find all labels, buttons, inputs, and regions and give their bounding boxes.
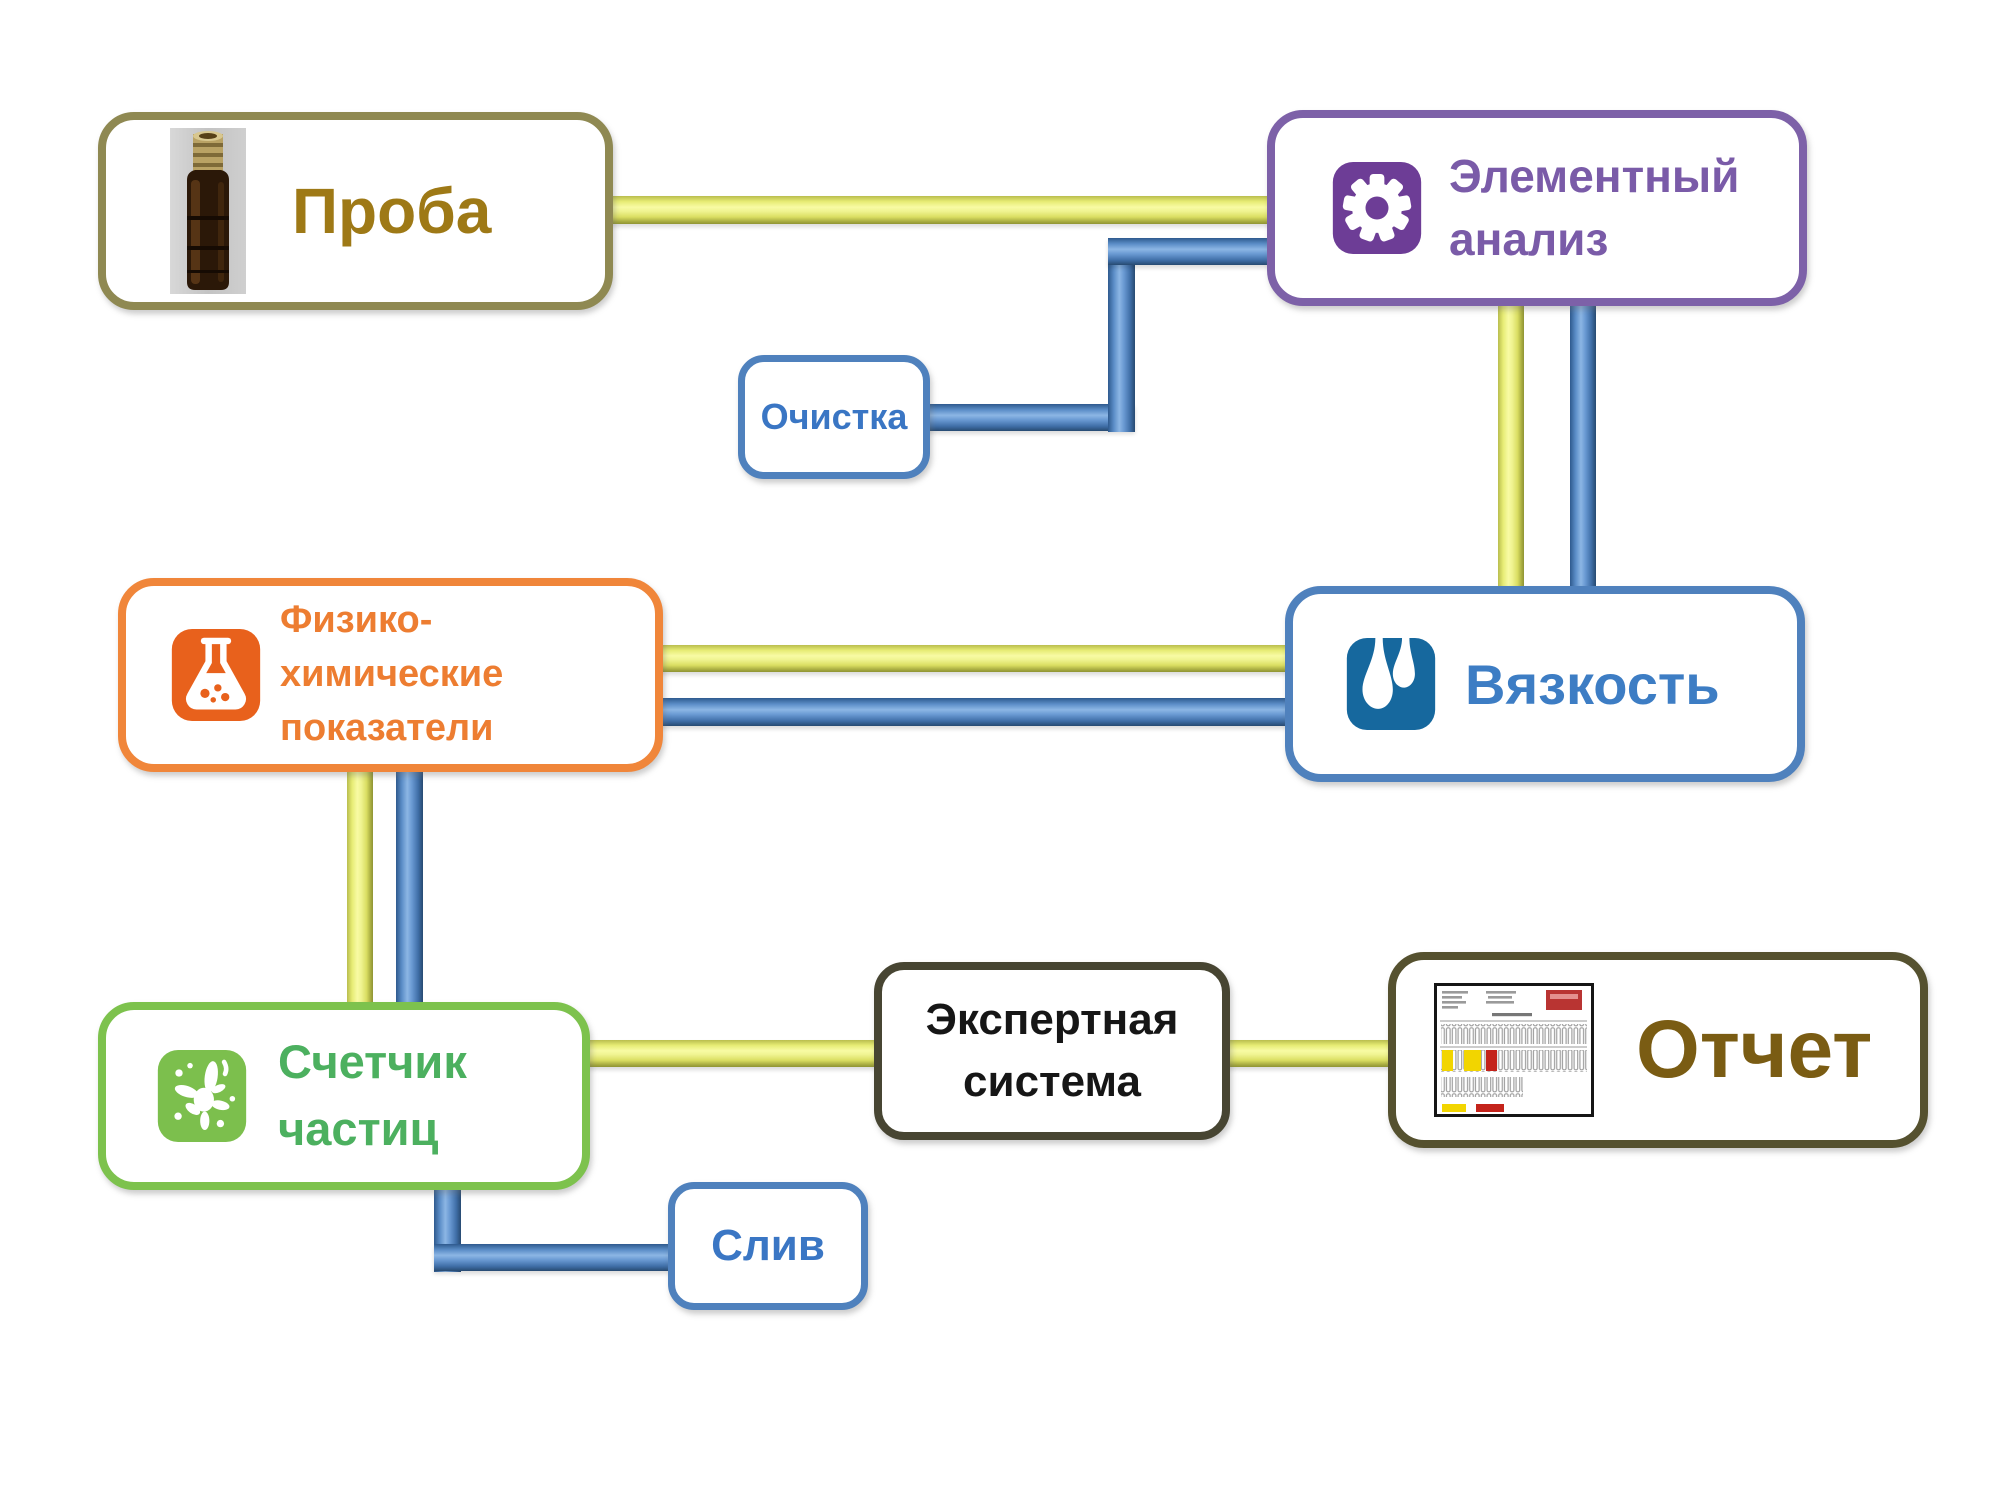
node-physchem-indicators-label: Физико-химические показатели (280, 599, 504, 749)
node-particle-counter: Счетчик частиц (98, 1002, 590, 1190)
gear-icon (1332, 162, 1422, 254)
node-proba-label: Проба (292, 175, 492, 247)
node-proba: Проба (98, 112, 613, 310)
report-thumbnail (1434, 983, 1594, 1117)
node-viscosity-label: Вязкость (1465, 652, 1720, 716)
droplets-icon (1346, 638, 1436, 730)
node-expert-system-label: Экспертная система (925, 994, 1179, 1106)
pipe-proba-to-elemental (610, 196, 1270, 224)
node-report: Отчет (1388, 952, 1928, 1148)
node-particle-counter-label: Счетчик частиц (278, 1035, 467, 1155)
pipe-fizhim-to-schetchik-yellow (347, 770, 373, 1004)
node-expert-system: Экспертная система (874, 962, 1230, 1140)
flask-icon (171, 629, 261, 721)
pipe-fizhim-to-vyazkost-blue (658, 698, 1288, 726)
pipe-ochistka-to-elemental-segment-1 (926, 404, 1135, 431)
node-report-label: Отчет (1636, 1004, 1873, 1095)
sample-vial-photo (170, 128, 246, 294)
pipe-elemental-to-vyazkost-yellow (1498, 304, 1524, 588)
node-ochistka-label: Очистка (760, 396, 908, 437)
pipe-schetchik-to-sliv-segment-2 (434, 1244, 670, 1271)
node-ochistka: Очистка (738, 355, 930, 479)
pipe-ochistka-to-elemental-segment-2 (1108, 238, 1135, 432)
node-sliv: Слив (668, 1182, 868, 1310)
pipe-elemental-to-vyazkost-blue (1570, 304, 1596, 588)
node-elemental-analysis: Элементный анализ (1267, 110, 1807, 306)
pipe-ochistka-to-elemental-segment-3 (1108, 238, 1270, 265)
node-viscosity: Вязкость (1285, 586, 1805, 782)
pipe-fizhim-to-schetchik-blue (396, 770, 423, 1004)
node-elemental-analysis-label: Элементный анализ (1449, 149, 1740, 265)
pipe-fizhim-to-vyazkost-yellow (658, 645, 1288, 672)
node-sliv-label: Слив (711, 1221, 825, 1270)
splash-icon (157, 1050, 247, 1142)
node-physchem-indicators: Физико-химические показатели (118, 578, 663, 772)
